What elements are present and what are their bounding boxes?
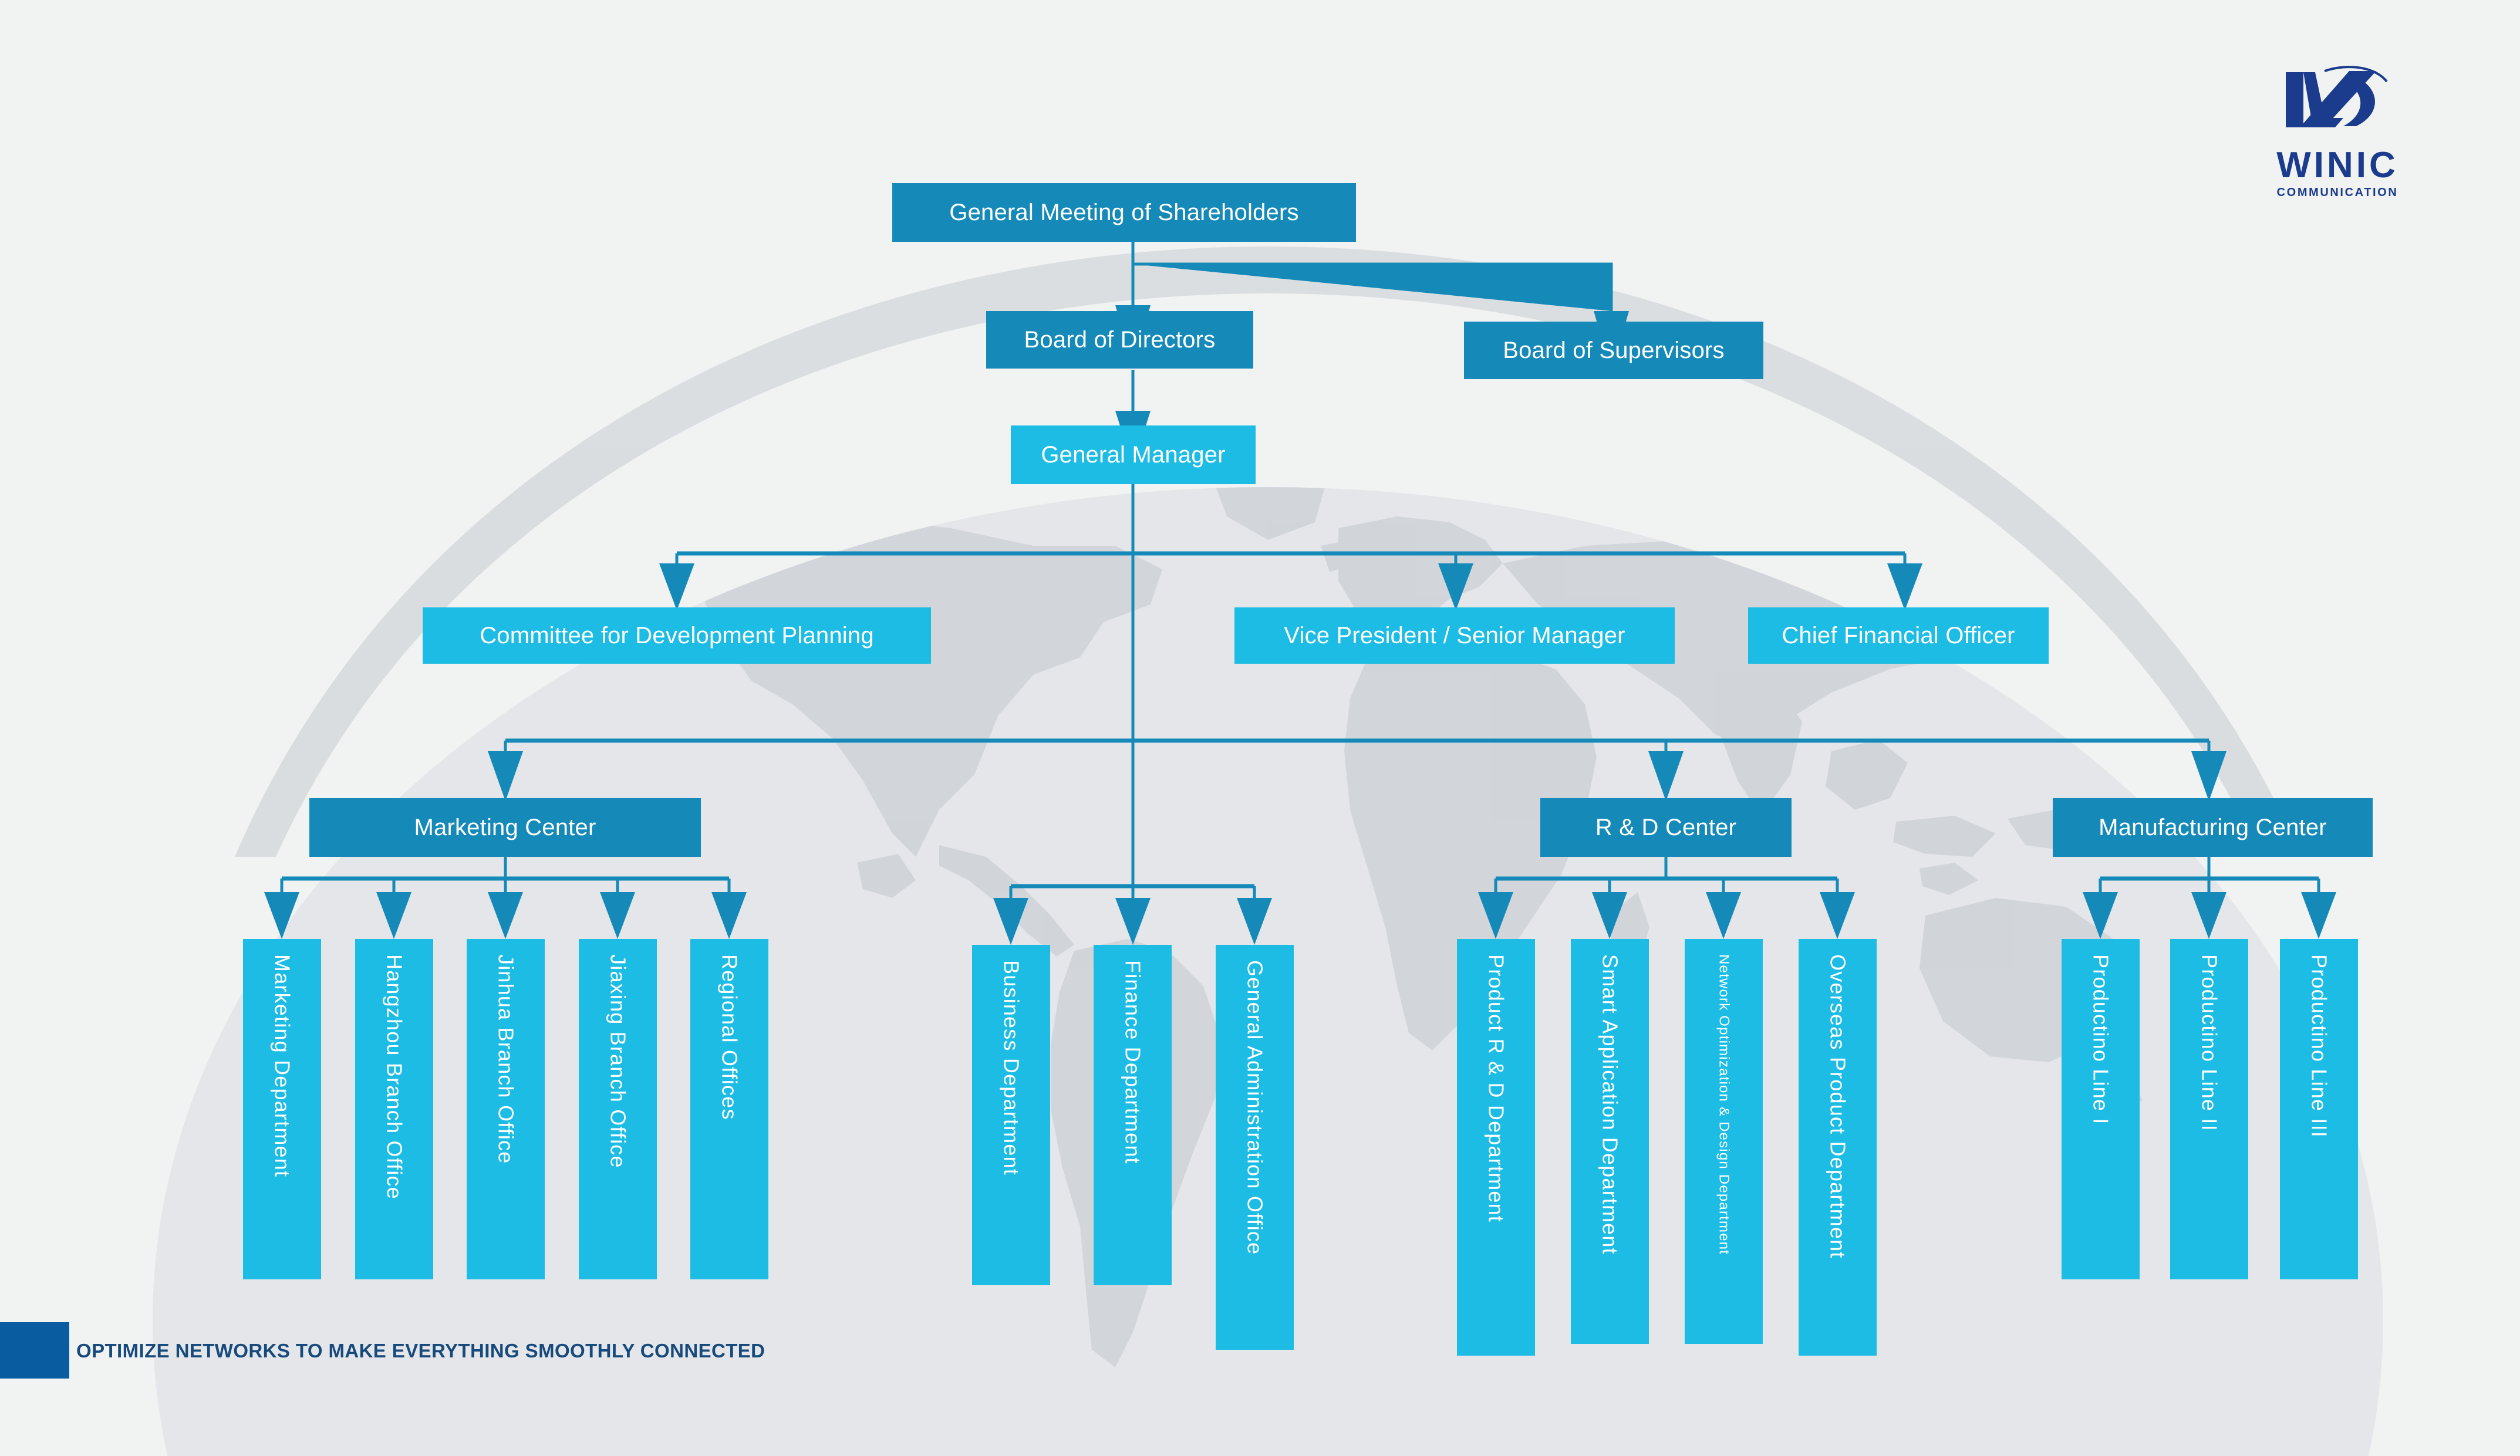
- node-jinhua-branch-office[interactable]: Jinhua Branch Office: [467, 939, 545, 1279]
- node-label: Chief Financial Officer: [1782, 623, 2015, 648]
- node-label: Jinhua Branch Office: [494, 954, 518, 1164]
- node-label: Hangzhou Branch Office: [382, 954, 407, 1200]
- node-productino-line-2[interactable]: Productino Line II: [2170, 939, 2248, 1279]
- node-chief-financial-officer[interactable]: Chief Financial Officer: [1748, 607, 2049, 664]
- node-general-meeting-of-shareholders[interactable]: General Meeting of Shareholders: [892, 183, 1356, 242]
- node-label: Committee for Development Planning: [480, 623, 874, 648]
- node-finance-department[interactable]: Finance Department: [1094, 945, 1172, 1285]
- node-label: General Meeting of Shareholders: [949, 200, 1299, 225]
- node-label: Business Department: [999, 960, 1024, 1175]
- winic-w-swoosh-icon: [2286, 66, 2388, 127]
- footer-accent-swatch: [0, 1322, 69, 1379]
- node-manufacturing-center[interactable]: Manufacturing Center: [2053, 798, 2373, 857]
- node-general-manager[interactable]: General Manager: [1011, 425, 1256, 484]
- node-label: Manufacturing Center: [2099, 815, 2327, 840]
- node-label: Board of Supervisors: [1503, 337, 1725, 363]
- brand-logo: WINIC COMMUNICATION: [2261, 62, 2414, 199]
- footer-tagline: OPTIMIZE NETWORKS TO MAKE EVERYTHING SMO…: [76, 1340, 765, 1362]
- node-label: General Manager: [1041, 442, 1226, 468]
- node-label: Productino Line I: [2089, 954, 2113, 1125]
- node-rnd-center[interactable]: R & D Center: [1540, 798, 1792, 857]
- node-product-rnd-department[interactable]: Product R & D Department: [1457, 939, 1535, 1356]
- node-productino-line-3[interactable]: Productino Line III: [2280, 939, 2358, 1279]
- node-label: Productino Line III: [2307, 954, 2332, 1138]
- node-smart-application-department[interactable]: Smart Application Department: [1571, 939, 1649, 1344]
- brand-name: WINIC: [2276, 145, 2398, 185]
- node-label: Product R & D Department: [1484, 954, 1509, 1222]
- node-vice-president-senior-manager[interactable]: Vice President / Senior Manager: [1234, 607, 1675, 664]
- node-label: Marketing Center: [414, 815, 596, 840]
- node-label: Board of Directors: [1024, 327, 1216, 353]
- node-business-department[interactable]: Business Department: [972, 945, 1050, 1285]
- node-label: Vice President / Senior Manager: [1284, 623, 1625, 648]
- node-productino-line-1[interactable]: Productino Line I: [2062, 939, 2140, 1279]
- node-regional-offices[interactable]: Regional Offices: [690, 939, 768, 1279]
- node-label: Marketing Department: [270, 954, 295, 1178]
- node-label: R & D Center: [1595, 815, 1737, 840]
- node-label: Productino Line II: [2197, 954, 2222, 1131]
- node-general-administration-office[interactable]: General Administration Office: [1216, 945, 1294, 1350]
- node-committee-for-development-planning[interactable]: Committee for Development Planning: [423, 607, 931, 664]
- node-label: Smart Application Department: [1598, 954, 1622, 1255]
- node-board-of-supervisors[interactable]: Board of Supervisors: [1464, 322, 1763, 379]
- node-hangzhou-branch-office[interactable]: Hangzhou Branch Office: [355, 939, 433, 1279]
- node-board-of-directors[interactable]: Board of Directors: [986, 311, 1253, 369]
- node-label: Overseas Product Department: [1826, 954, 1850, 1259]
- node-overseas-product-department[interactable]: Overseas Product Department: [1799, 939, 1877, 1356]
- node-label: Jiaxing Branch Office: [606, 954, 630, 1168]
- node-marketing-department[interactable]: Marketing Department: [243, 939, 321, 1279]
- node-network-optimization-design-department[interactable]: Network Optimization & Design Department: [1685, 939, 1763, 1344]
- node-label: Finance Department: [1121, 960, 1145, 1164]
- node-label: Network Optimization & Design Department: [1716, 954, 1732, 1255]
- brand-subtitle: COMMUNICATION: [2276, 186, 2398, 199]
- node-jiaxing-branch-office[interactable]: Jiaxing Branch Office: [579, 939, 657, 1279]
- node-marketing-center[interactable]: Marketing Center: [309, 798, 701, 857]
- node-label: General Administration Office: [1243, 960, 1267, 1255]
- node-label: Regional Offices: [717, 954, 742, 1120]
